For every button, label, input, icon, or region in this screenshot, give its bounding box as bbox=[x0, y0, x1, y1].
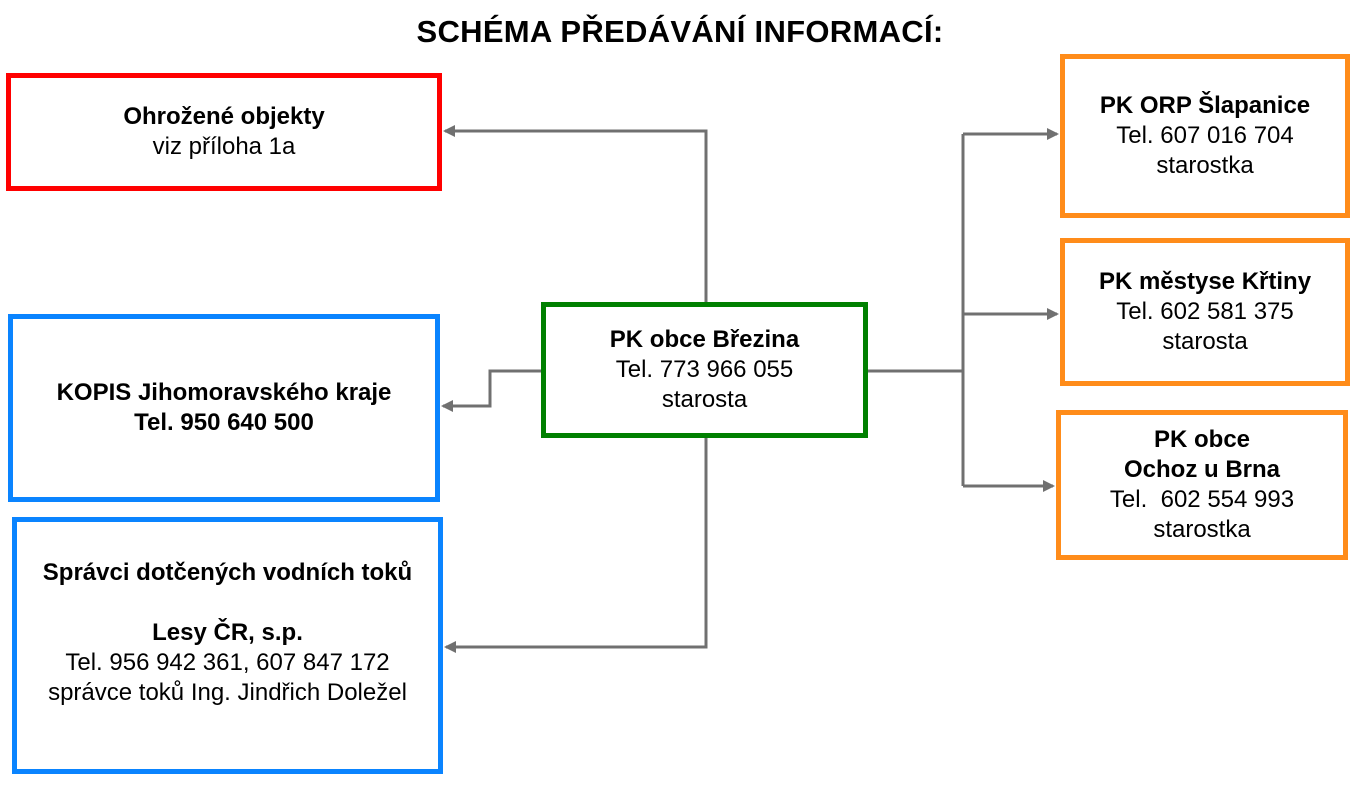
box-spravci-org: Lesy ČR, s.p. bbox=[152, 619, 303, 646]
box-orp-role: starostka bbox=[1156, 152, 1254, 179]
box-ohrozene-objekty: Ohrožené objekty viz příloha 1a bbox=[6, 73, 442, 191]
box-kopis-heading: KOPIS Jihomoravského kraje bbox=[56, 379, 392, 406]
box-pk-brezina: PK obce Březina Tel. 773 966 055 starost… bbox=[541, 302, 868, 438]
arrow-to-ohrozene bbox=[443, 125, 708, 302]
box-brezina-heading: PK obce Březina bbox=[609, 326, 800, 353]
box-pk-ochoz: PK obce Ochoz u Brna Tel. 602 554 993 st… bbox=[1056, 410, 1348, 560]
arrow-to-kopis bbox=[441, 369, 541, 412]
box-brezina-phone: Tel. 773 966 055 bbox=[615, 356, 794, 383]
box-ohrozene-heading: Ohrožené objekty bbox=[123, 103, 325, 130]
box-kopis: KOPIS Jihomoravského kraje Tel. 950 640 … bbox=[8, 314, 440, 502]
box-spravci-heading: Správci dotčených vodních toků bbox=[42, 559, 413, 586]
box-ochoz-heading: PK obce bbox=[1153, 426, 1251, 453]
box-orp-heading: PK ORP Šlapanice bbox=[1099, 92, 1311, 119]
box-ochoz-role: starostka bbox=[1153, 516, 1251, 543]
box-ochoz-phone: Tel. 602 554 993 bbox=[1109, 486, 1295, 513]
box-spravci-phone: Tel. 956 942 361, 607 847 172 bbox=[65, 649, 390, 676]
box-spravci-person: správce toků Ing. Jindřich Doležel bbox=[48, 679, 407, 706]
box-kopis-phone: Tel. 950 640 500 bbox=[134, 409, 314, 436]
box-brezina-role: starosta bbox=[661, 386, 748, 413]
arrow-to-spravci bbox=[444, 438, 708, 653]
box-krtiny-phone: Tel. 602 581 375 bbox=[1116, 298, 1294, 325]
box-orp-phone: Tel. 607 016 704 bbox=[1116, 122, 1294, 149]
box-krtiny-role: starosta bbox=[1162, 328, 1248, 355]
box-pk-orp-slapanice: PK ORP Šlapanice Tel. 607 016 704 staros… bbox=[1060, 54, 1350, 218]
box-ohrozene-note: viz příloha 1a bbox=[152, 133, 296, 160]
box-spravci-toku: Správci dotčených vodních toků Lesy ČR, … bbox=[12, 517, 443, 774]
box-pk-krtiny: PK městyse Křtiny Tel. 602 581 375 staro… bbox=[1060, 238, 1350, 386]
box-krtiny-heading: PK městyse Křtiny bbox=[1098, 268, 1312, 295]
box-ochoz-place: Ochoz u Brna bbox=[1123, 456, 1280, 483]
diagram-title: SCHÉMA PŘEDÁVÁNÍ INFORMACÍ: bbox=[416, 14, 944, 49]
